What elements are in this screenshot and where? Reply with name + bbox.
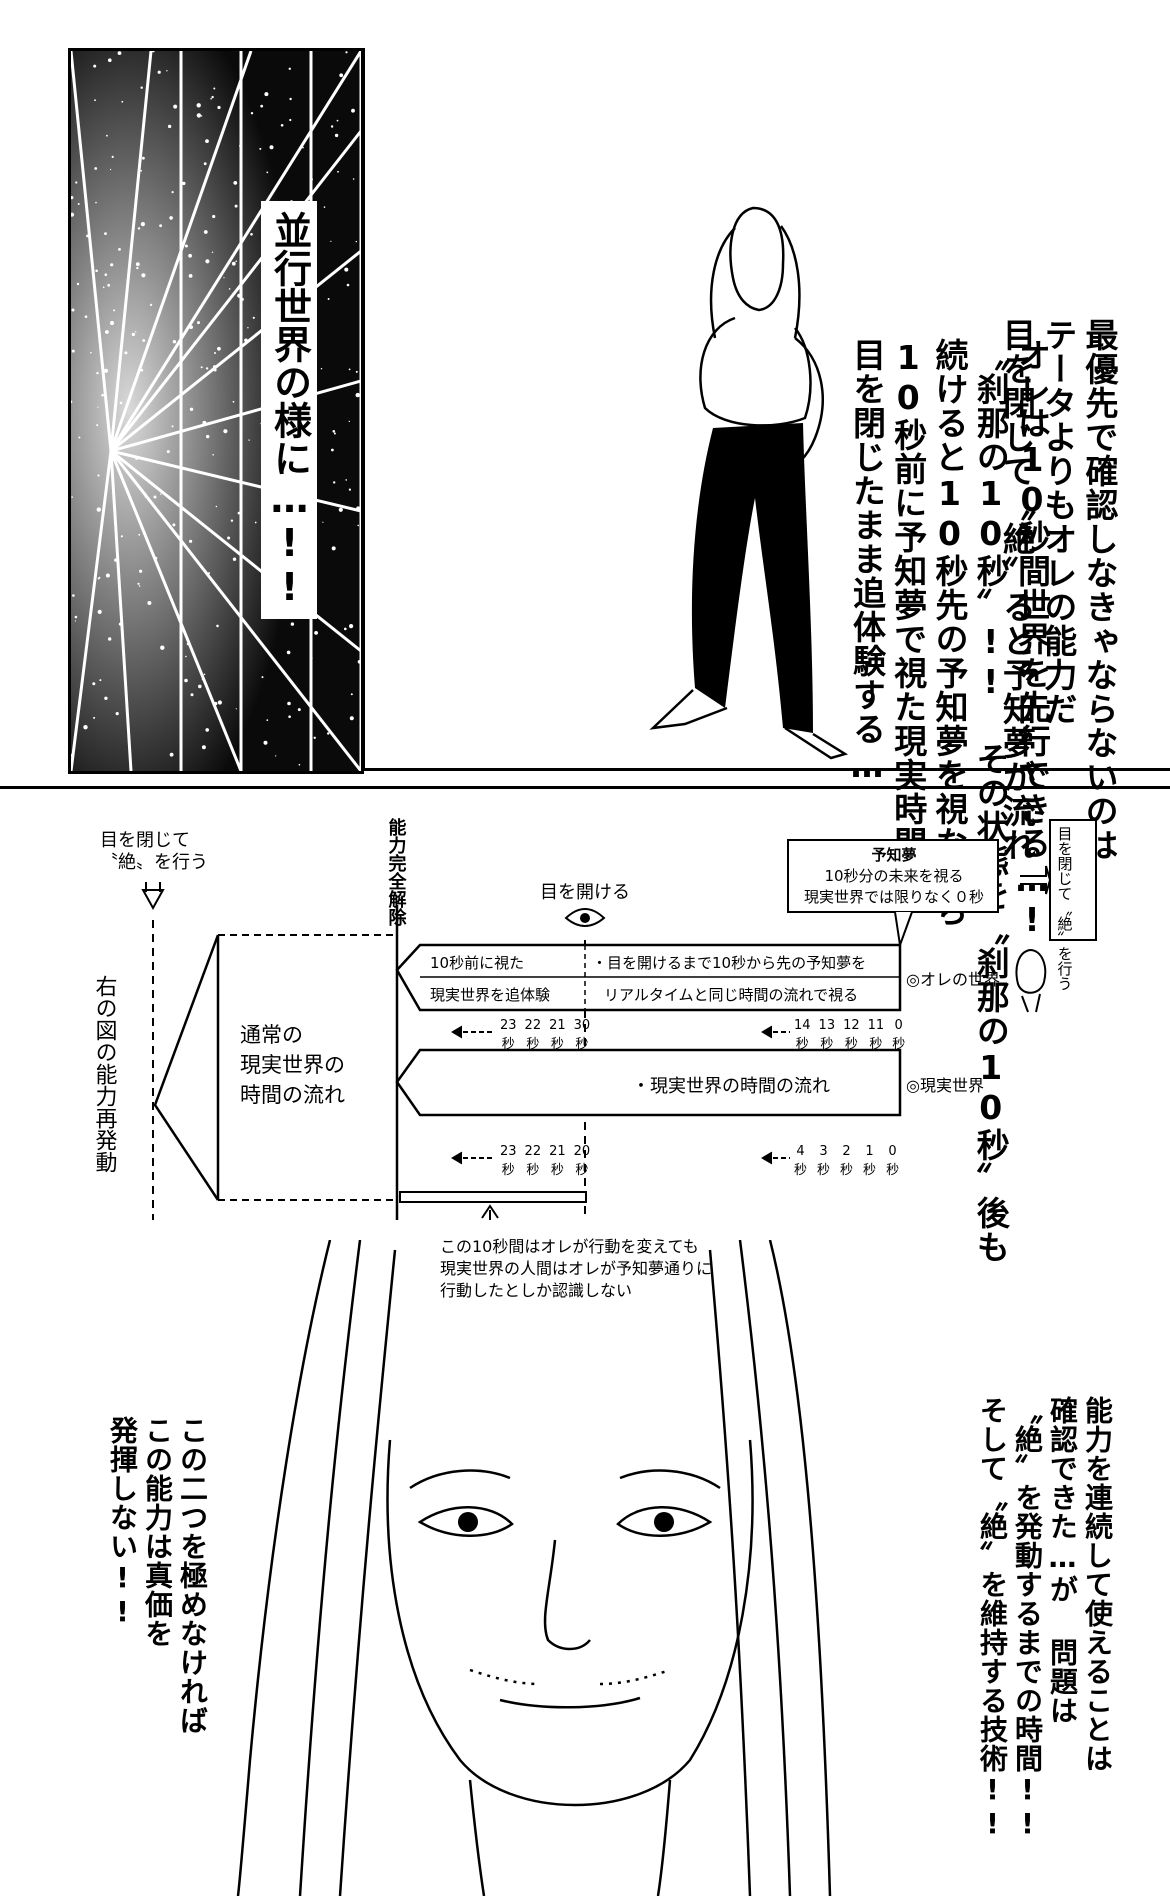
monologue-left: オレは10秒間世界を先行できる…! 〝刹那の10秒〟!! その状態を〝刹那の10… (847, 338, 1052, 1264)
closeup-text-left: この二つを極めなければ この能力は真価を 発揮しない!! (106, 1416, 209, 1735)
reactivation-label: 右の図の能力再発動 (91, 975, 117, 1173)
my-world-cell-1a: 10秒前に視た (430, 954, 525, 972)
closeup-panel: この二つを極めなければ この能力は真価を 発揮しない!! 能力を連続して使えるこ… (0, 1240, 1170, 1896)
character-mini-icon (1015, 948, 1047, 1013)
parallel-world-caption: 並行世界の様に…!! (261, 201, 317, 619)
monologue-right: 最優先で確認しなきゃならないのは テータよりもオレの能力だ 目を閉じて〝絶〟ると… (997, 318, 1120, 862)
character-standing-figure (649, 206, 849, 760)
closeup-text-right: 能力を連続して使えることは 確認できた…が 問題は 〝絶〟を発動するまでの時間!… (976, 1396, 1114, 1841)
page-divider (0, 786, 1170, 789)
my-world-cell-2a: ・目を開けるまで10秒から先の予知夢を (592, 954, 867, 972)
eye-icon (564, 908, 606, 927)
my-world-cell-2b: リアルタイムと同じ時間の流れで視る (604, 986, 859, 1004)
ability-release-label: 能力完全解除 (385, 818, 407, 926)
perspective-grid-art (71, 51, 361, 771)
real-world-flow-text: ・現実世界の時間の流れ (632, 1076, 830, 1097)
close-eyes-label: 目を閉じて 〝絶〟を行う (100, 830, 208, 873)
normal-flow-label: 通常の 現実世界の 時間の流れ (240, 1023, 345, 1107)
parallel-world-panel: 並行世界の様に…!! (68, 48, 364, 774)
yochimu-box: 予知夢 10秒分の未来を視る 現実世界では限りなく０秒 (803, 846, 984, 906)
open-eyes-label: 目を開ける (540, 882, 630, 903)
my-world-label: ◎オレの世界 (906, 970, 1000, 989)
diagram-lines (141, 819, 1097, 1220)
ten-second-note: この10秒間はオレが行動を変えても 現実世界の人間はオレが予知夢通りに 行動した… (440, 1236, 713, 1302)
right-close-eyes-box: 目を閉じて〝絶〟を行う (1055, 826, 1074, 991)
character-monologue-panel: オレは10秒間世界を先行できる…! 〝刹那の10秒〟!! その状態を〝刹那の10… (362, 48, 1170, 1264)
character-face-closeup (236, 1240, 832, 1896)
my-world-cell-1b: 現実世界を追体験 (430, 986, 551, 1004)
real-world-label: ◎現実世界 (906, 1076, 984, 1095)
timeline-diagram: 目を閉じて 〝絶〟を行う 能力完全解除 目を開ける 予知夢 10秒分の未来を視る… (0, 800, 1170, 1302)
